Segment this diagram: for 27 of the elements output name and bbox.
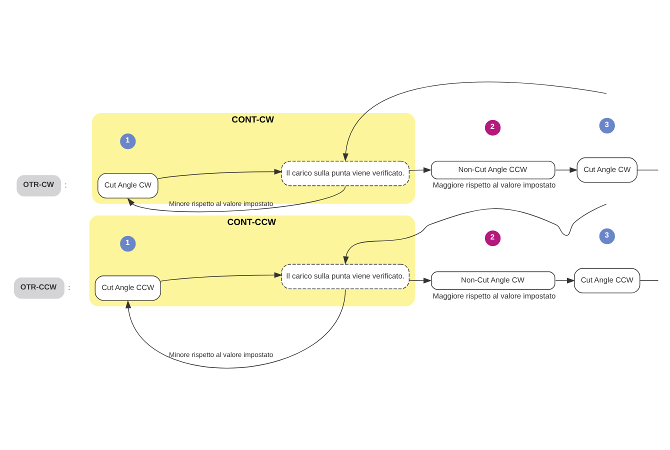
node-label: Maggiore rispetto al valore impostato — [432, 291, 556, 300]
node-circle: 3 — [599, 118, 615, 134]
arrow — [160, 272, 282, 282]
node-label: : — [68, 283, 70, 292]
node-label: : — [64, 180, 67, 190]
node-circle: 1 — [120, 134, 136, 150]
node-circle: 2 — [484, 120, 501, 136]
node-box: Il carico sulla punta viene verificato. — [281, 264, 410, 290]
arrow — [158, 168, 282, 179]
arrow — [127, 186, 346, 212]
node-box: Il carico sulla punta viene verificato. — [281, 160, 410, 186]
connector — [640, 280, 659, 281]
arrow — [555, 278, 576, 284]
arrow — [342, 82, 607, 162]
arrow — [343, 204, 607, 265]
node-box: Cut Angle CCW — [574, 268, 640, 294]
node-circle: 3 — [599, 228, 615, 244]
arrow — [408, 167, 432, 173]
node-circle: 2 — [484, 230, 501, 246]
node-label: Maggiore rispetto al valore impostato — [432, 180, 556, 190]
node-box: Cut Angle CW — [98, 173, 158, 198]
node-box: Cut Angle CW — [576, 157, 638, 183]
arrow — [125, 289, 346, 368]
node-circle: 1 — [120, 236, 136, 252]
node-box: Cut Angle CCW — [94, 276, 162, 301]
arrow — [555, 167, 578, 173]
arrow — [408, 278, 432, 284]
